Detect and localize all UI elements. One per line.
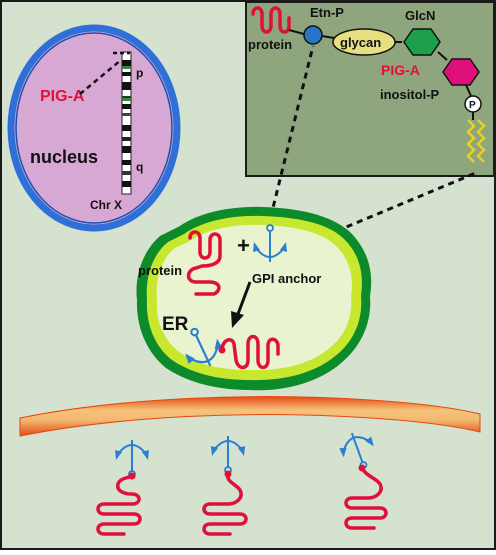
inositol-hexagon — [442, 58, 480, 86]
inset-protein-squiggle — [251, 6, 291, 34]
chromosome-q-arm-label: q — [136, 160, 143, 174]
nucleus-envelope — [7, 24, 181, 232]
inset-leader-left — [266, 45, 315, 229]
endoplasmic-reticulum: ER — [136, 206, 372, 391]
etn-p-circle — [303, 25, 323, 45]
plasma-membrane — [19, 396, 481, 437]
er-attached-protein — [220, 334, 280, 370]
er-free-protein — [186, 230, 222, 296]
er-gpi-anchor-label: GPI anchor — [252, 271, 321, 286]
surface-gpi-protein-middle — [202, 435, 248, 536]
nucleus-title: nucleus — [30, 147, 98, 167]
phosphate-symbol: P — [469, 100, 476, 111]
er-lumen — [156, 224, 352, 371]
surface-gpi-protein-left — [96, 439, 150, 536]
lipid-tail-2 — [476, 119, 486, 163]
attachment-arrow-head — [231, 311, 244, 328]
er-plus-sign: + — [237, 233, 250, 258]
surface-gpi-protein-right — [334, 426, 388, 530]
glcn-label: GlcN — [405, 8, 435, 23]
glcn-hexagon — [403, 28, 441, 56]
inset-pig-a-label: PIG-A — [381, 62, 420, 78]
glycan-label: glycan — [340, 35, 381, 50]
inset-protein-label: protein — [248, 37, 292, 52]
etn-p-label: Etn-P — [310, 5, 344, 20]
chromosome-p-arm-label: p — [136, 66, 143, 80]
inositol-p-label: inositol-P — [380, 87, 440, 102]
er-title: ER — [162, 314, 189, 335]
chromosome-x — [121, 51, 132, 195]
nucleus-pig-a-label: PIG-A — [40, 88, 85, 105]
er-protein-label: protein — [138, 263, 182, 278]
chromosome-x-label: Chr X — [90, 198, 122, 212]
inset-frame — [245, 1, 495, 177]
attachment-arrow-shaft — [236, 281, 252, 315]
nucleus: PIG-A nucleus p q Chr X — [7, 24, 181, 232]
gpi-structure-inset: protein Etn-P glycan GlcN PIG-A inositol… — [245, 1, 495, 177]
lipid-tail-1 — [466, 119, 476, 163]
